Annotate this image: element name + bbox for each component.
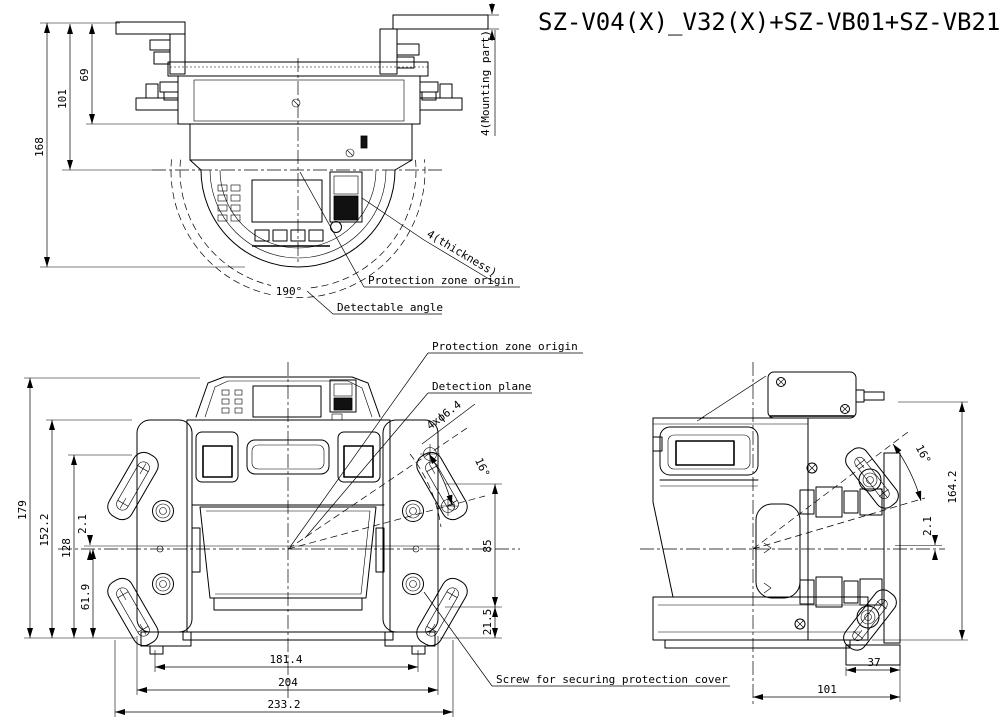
dim-190deg: 190° (276, 285, 303, 298)
mounting-bolt (152, 573, 174, 595)
detectable-angle-arc (179, 159, 417, 289)
top-view: 168 101 69 4(Mounting part) Protection z… (33, 3, 520, 315)
scanner-body-top-view (135, 75, 463, 268)
label-detection-plane: Detection plane (432, 380, 531, 393)
dim-152-2: 152.2 (38, 513, 51, 546)
front-view-dimensions-bottom: 181.4 204 233.2 (114, 636, 454, 717)
display-screen-front (252, 385, 322, 418)
front-view-labels: Protection zone origin Detection plane S… (289, 340, 730, 687)
mounting-bolt (402, 573, 424, 595)
label-protection-zone-origin-front: Protection zone origin (432, 340, 578, 353)
dim-21-5: 21.5 (481, 609, 494, 636)
right-bracket-top-view (379, 14, 489, 75)
panel-button (290, 229, 306, 242)
dim-101: 101 (56, 89, 69, 109)
panel-button (308, 229, 324, 242)
bolt-stack (799, 486, 883, 518)
dim-69: 69 (78, 68, 91, 81)
panel-button (254, 229, 270, 242)
control-panel-top-view (217, 171, 363, 247)
label-protection-zone-origin: Protection zone origin (368, 274, 514, 287)
bracket-slot-tab (416, 451, 468, 521)
label-thickness: 4(thickness) (424, 227, 499, 279)
cable-stub (863, 391, 885, 401)
front-view-dimensions-left: 179 152.2 128 2.1 61.9 (16, 377, 200, 639)
dim-37: 37 (867, 656, 880, 669)
cable-gland (855, 389, 865, 403)
dim-61-9: 61.9 (79, 584, 92, 611)
dim-204: 204 (278, 676, 298, 689)
connector-box-side (696, 371, 885, 422)
drawing-title: SZ-V04(X)_V32(X)+SZ-VB01+SZ-VB21 (538, 8, 1000, 36)
bracket-slot-tab (843, 589, 897, 651)
top-view-dimensions: 168 101 69 4(Mounting part) (33, 3, 499, 268)
dim-101: 101 (817, 683, 837, 696)
rear-bracket-plate (843, 447, 901, 666)
dim-85: 85 (481, 539, 494, 552)
dim-179: 179 (16, 500, 29, 520)
front-view: 16° 4xϕ6.4 179 152.2 128 2.1 61.9 (16, 340, 730, 717)
dim-168: 168 (33, 137, 46, 157)
top-view-labels: Protection zone origin 190° Detectable a… (271, 171, 520, 315)
connector-front (329, 379, 357, 413)
bracket-slot-tab (416, 577, 468, 647)
label-mounting-part: 4(Mounting part) (479, 30, 492, 136)
bracket-slot-tab (107, 577, 159, 647)
left-bracket-top-view (115, 21, 186, 75)
label-screw: Screw for securing protection cover (496, 673, 728, 686)
front-view-dimensions-right: 85 21.5 (440, 483, 502, 639)
dim-164-2: 164.2 (946, 470, 959, 503)
bracket-slot-tab (845, 447, 899, 509)
scanner-body-front (136, 419, 439, 655)
label-detectable-angle: Detectable angle (337, 301, 443, 314)
bracket-slot-tab (107, 451, 159, 521)
scanner-body-side (652, 417, 883, 649)
rotation-construction-side: 16° (752, 431, 934, 550)
mounting-bolt (402, 500, 424, 522)
connector-block (329, 171, 363, 223)
side-view: 16° 164.2 2.1 37 101 (640, 362, 968, 705)
dim-16deg: 16° (472, 456, 492, 480)
dim-233-2: 233.2 (267, 698, 300, 711)
scanner-head-front (195, 376, 381, 421)
dim-16deg-side: 16° (913, 443, 934, 467)
dim-181-4: 181.4 (269, 653, 302, 666)
dim-128: 128 (60, 538, 73, 558)
panel-button (272, 229, 288, 242)
dim-2-1: 2.1 (76, 514, 89, 534)
bolt-stack (799, 576, 883, 608)
detectable-angle-arc-outer (170, 159, 426, 298)
dim-2-1-side: 2.1 (921, 516, 934, 536)
side-view-dimensions: 164.2 2.1 37 101 (753, 401, 968, 702)
mounting-bolt (152, 500, 174, 522)
display-screen (251, 179, 323, 223)
